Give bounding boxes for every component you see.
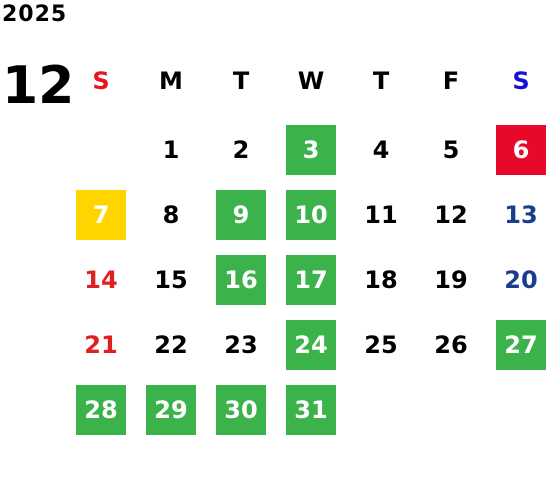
day-cell-18: 18 <box>364 266 398 294</box>
weekday-header-tue: T <box>232 67 250 95</box>
day-cell-14: 14 <box>84 266 118 294</box>
day-cell-8: 8 <box>162 201 180 229</box>
day-cell-3: 3 <box>286 125 336 175</box>
day-cell-26: 26 <box>434 331 468 359</box>
day-cell-19: 19 <box>434 266 468 294</box>
month-number: 12 <box>2 56 75 116</box>
day-cell-7: 7 <box>76 190 126 240</box>
weekday-header-mon: M <box>159 67 183 95</box>
year-label: 2025 <box>2 2 68 27</box>
day-cell-28: 28 <box>76 385 126 435</box>
day-cell-12: 12 <box>434 201 468 229</box>
weekday-header-wed: W <box>297 67 325 95</box>
day-cell-11: 11 <box>364 201 398 229</box>
day-cell-13: 13 <box>504 201 538 229</box>
weekday-header-fri: F <box>442 67 460 95</box>
day-cell-4: 4 <box>372 136 390 164</box>
weekday-header-sun: S <box>92 67 110 95</box>
day-cell-24: 24 <box>286 320 336 370</box>
day-cell-15: 15 <box>154 266 188 294</box>
day-cell-30: 30 <box>216 385 266 435</box>
day-cell-10: 10 <box>286 190 336 240</box>
day-cell-23: 23 <box>224 331 258 359</box>
day-cell-21: 21 <box>84 331 118 359</box>
day-cell-27: 27 <box>496 320 546 370</box>
weekday-header-sat: S <box>512 67 530 95</box>
day-cell-20: 20 <box>504 266 538 294</box>
day-cell-25: 25 <box>364 331 398 359</box>
day-cell-31: 31 <box>286 385 336 435</box>
day-cell-16: 16 <box>216 255 266 305</box>
day-cell-1: 1 <box>162 136 180 164</box>
day-cell-2: 2 <box>232 136 250 164</box>
day-cell-6: 6 <box>496 125 546 175</box>
day-cell-17: 17 <box>286 255 336 305</box>
day-cell-29: 29 <box>146 385 196 435</box>
weekday-header-thu: T <box>372 67 390 95</box>
day-cell-5: 5 <box>442 136 460 164</box>
day-cell-9: 9 <box>216 190 266 240</box>
day-cell-22: 22 <box>154 331 188 359</box>
